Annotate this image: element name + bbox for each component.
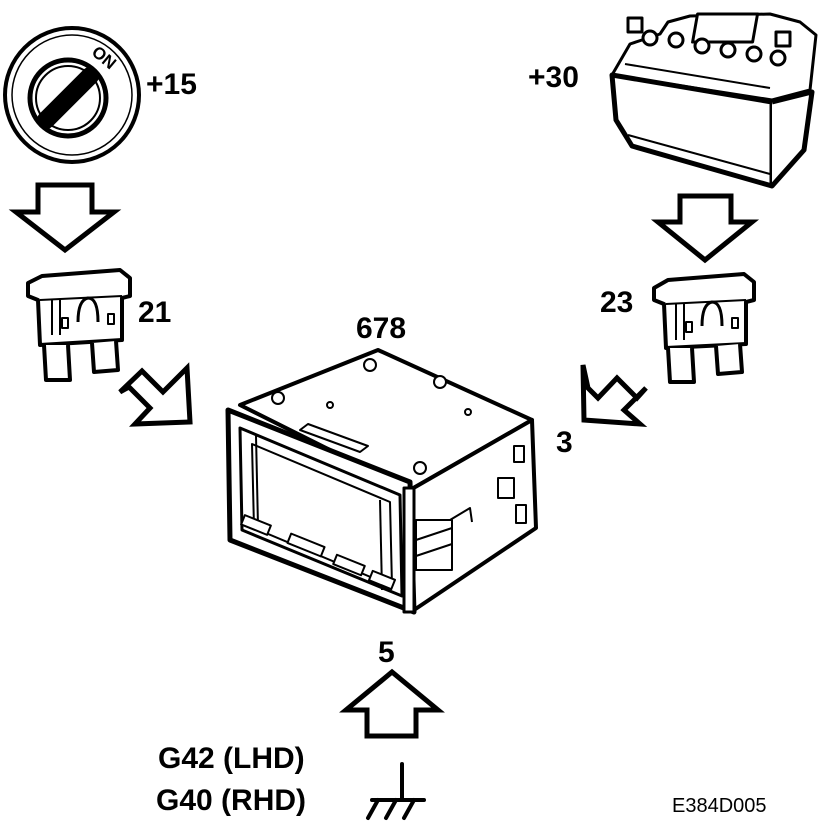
module-pin-power-label: 3 <box>556 426 573 459</box>
ground-rhd-label: G40 (RHD) <box>156 784 306 817</box>
module-pin-ignition-label: 5 <box>378 636 395 669</box>
arrow-down-left-icon <box>8 182 122 254</box>
battery-icon <box>609 12 818 189</box>
arrow-down-right-icon <box>650 193 760 264</box>
fuse-left-icon <box>26 268 132 382</box>
arrow-diag-right-icon <box>580 364 648 428</box>
control-module-icon <box>225 348 538 615</box>
arrow-up-ground-icon <box>339 668 445 739</box>
ground-lhd-label: G42 (LHD) <box>158 742 305 775</box>
arrow-diag-left-icon <box>118 362 193 427</box>
module-id-label: 678 <box>356 312 406 345</box>
ground-symbol-icon <box>366 762 426 820</box>
ignition-terminal-label: +15 <box>146 68 197 101</box>
battery-terminal-label: +30 <box>528 61 579 94</box>
ignition-switch-icon: ON <box>3 26 141 164</box>
fuse-right-icon <box>652 272 756 384</box>
fuse-right-label: 23 <box>600 286 633 319</box>
figure-code: E384D005 <box>672 795 767 817</box>
fuse-left-label: 21 <box>138 296 171 329</box>
